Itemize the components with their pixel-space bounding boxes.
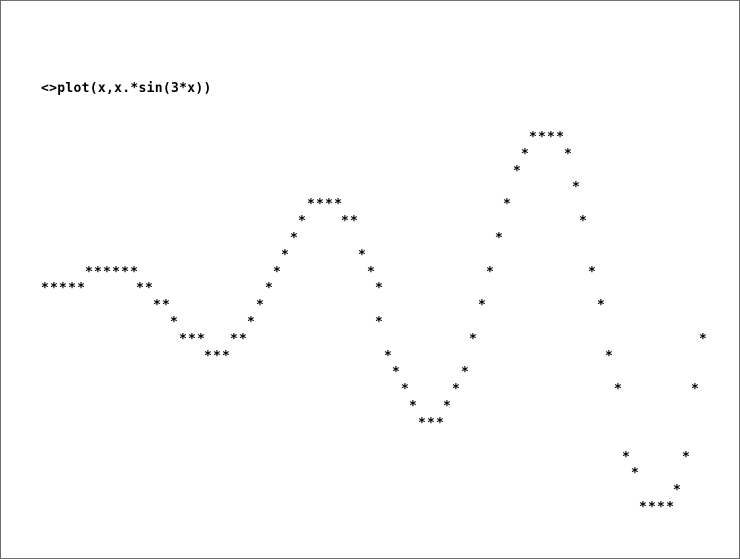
plot-point: * — [486, 264, 496, 280]
plot-point: * — [358, 247, 368, 263]
plot-point: ** — [153, 298, 172, 314]
plot-point: *** — [179, 331, 207, 347]
plot-point: * — [503, 197, 513, 213]
plot-point: *** — [204, 348, 232, 364]
plot-point: * — [452, 382, 462, 398]
plot-point: * — [495, 230, 505, 246]
plot-point: * — [572, 180, 582, 196]
plot-point: * — [461, 365, 471, 381]
plot-point: * — [614, 382, 624, 398]
plot-point: **** — [529, 130, 566, 145]
plot-point: * — [605, 348, 615, 364]
plot-point: * — [409, 399, 419, 415]
plot-point: ***** — [41, 281, 87, 297]
plot-point: * — [367, 264, 377, 280]
plot-point: * — [622, 449, 632, 465]
plot-point: * — [256, 298, 266, 314]
plot-point: * — [682, 449, 692, 465]
plot-point: ** — [230, 331, 249, 347]
plot-point: * — [699, 331, 709, 347]
plot-point: * — [597, 298, 607, 314]
plot-point: * — [247, 315, 257, 331]
plot-point: ** — [341, 214, 360, 230]
plot-point: * — [521, 146, 531, 162]
plot-point: * — [401, 382, 411, 398]
plot-point: * — [691, 382, 701, 398]
plot-point: ** — [136, 281, 155, 297]
plot-point: **** — [307, 197, 344, 213]
plot-point: * — [478, 298, 488, 314]
plot-point: * — [375, 315, 385, 331]
plot-point: * — [375, 281, 385, 297]
command-line-text: <>plot(x,x.*sin(3*x)) — [41, 81, 212, 96]
plot-point: * — [579, 214, 589, 230]
plot-point: * — [588, 264, 598, 280]
plot-point: * — [281, 247, 291, 263]
plot-point: * — [443, 399, 453, 415]
plot-point: * — [273, 264, 283, 280]
plot-point: * — [469, 331, 479, 347]
plot-point: * — [631, 466, 641, 482]
plot-point: * — [265, 281, 275, 297]
plot-point: * — [170, 315, 180, 331]
plot-point: * — [290, 230, 300, 246]
plot-point: **** — [639, 500, 676, 516]
plot-point: * — [384, 348, 394, 364]
plot-point: * — [673, 483, 683, 499]
plot-point: * — [298, 214, 308, 230]
plot-point: * — [392, 365, 402, 381]
plot-point: * — [513, 163, 523, 179]
plot-point: * — [564, 146, 574, 162]
plot-point: *** — [418, 415, 446, 431]
plot-point: ****** — [85, 264, 140, 280]
